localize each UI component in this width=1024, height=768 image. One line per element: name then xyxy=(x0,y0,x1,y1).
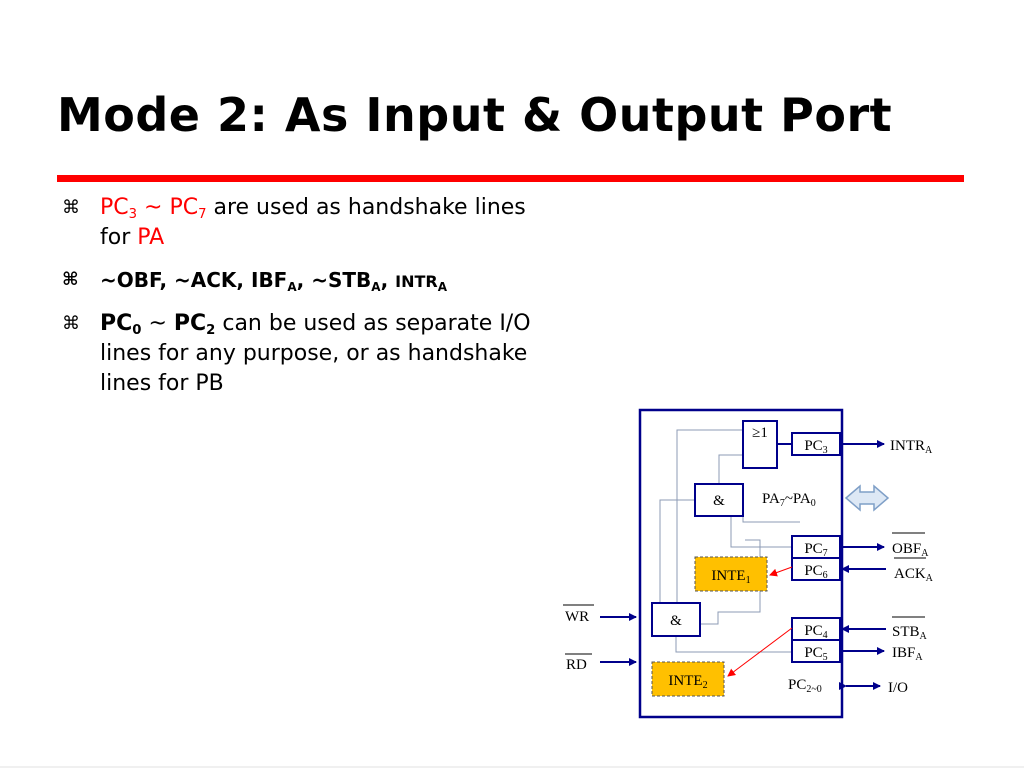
inte2-box xyxy=(651,661,725,697)
pc-pin-boxes xyxy=(791,432,841,663)
and-gate-2 xyxy=(651,602,701,637)
pc7-label: PC7 xyxy=(804,541,827,559)
tilde: ~ xyxy=(141,311,174,336)
internal-wires xyxy=(659,429,800,653)
pc6-to-inte1-arrow xyxy=(769,566,793,577)
ibf-label: IBFA xyxy=(892,645,923,663)
and-gate-1-label: & xyxy=(713,493,725,509)
intr-label: INTRA xyxy=(890,438,933,456)
title-divider xyxy=(57,175,964,182)
rd-label: RD xyxy=(566,657,587,673)
bullet-list: ⌘ PC3 ~ PC7 are used as handshake lines … xyxy=(62,193,622,411)
and-gate-1 xyxy=(694,483,744,517)
tilde: ~ xyxy=(137,195,170,220)
bullet-text: can be used as separate I/O xyxy=(215,311,531,336)
pc6-label: PC6 xyxy=(804,563,827,581)
or-gate xyxy=(742,420,778,469)
pa-bus-label: PA7~PA0 xyxy=(762,491,816,509)
pc5-label: PC5 xyxy=(804,645,827,663)
bullet-icon: ⌘ xyxy=(62,269,79,290)
footer-divider xyxy=(0,766,1024,768)
pa-label: PA xyxy=(137,225,165,250)
pc-range-end: PC7 xyxy=(169,195,207,222)
pc4-label: PC4 xyxy=(804,623,827,641)
stb-label: STBA xyxy=(892,624,928,642)
page-title: Mode 2: As Input & Output Port xyxy=(57,88,893,142)
and-gate-2-label: & xyxy=(670,613,682,629)
signal-list: ~OBF, ~ACK, IBFA, ~STBA, INTRA xyxy=(100,268,447,294)
bullet-item-2: ⌘ ~OBF, ~ACK, IBFA, ~STBA, INTRA xyxy=(62,265,622,297)
pc3-label: PC3 xyxy=(804,438,827,456)
obf-label: OBFA xyxy=(892,541,929,559)
bullet-text: lines for PB xyxy=(100,371,224,396)
or-gate-label: ≥1 xyxy=(752,425,768,441)
mode2-block-diagram: ≥1 & & INTE1 INTE2 PC3 PC7 PC6 PC4 PC5 P… xyxy=(563,408,934,719)
bullet-text: are used as handshake lines xyxy=(206,195,526,220)
bullet-icon: ⌘ xyxy=(62,313,80,334)
pc-range-start: PC3 xyxy=(100,195,138,222)
inte1-box xyxy=(694,556,768,592)
bullet-item-1: ⌘ PC3 ~ PC7 are used as handshake lines … xyxy=(62,193,622,253)
pc-range-end: PC2 xyxy=(173,311,216,338)
inte1-label: INTE1 xyxy=(711,568,750,586)
ack-label: ACKA xyxy=(894,566,934,584)
pc-range-start: PC0 xyxy=(100,311,142,338)
pc4-to-inte2-arrow xyxy=(727,627,793,677)
bullet-icon: ⌘ xyxy=(62,197,80,218)
wr-label: WR xyxy=(565,609,589,625)
pc2-0-label: PC2~0 xyxy=(788,677,822,695)
inte2-label: INTE2 xyxy=(668,673,707,691)
chip-outline xyxy=(638,408,844,719)
bullet-item-3: ⌘ PC0 ~ PC2 can be used as separate I/O … xyxy=(62,309,622,399)
io-label: I/O xyxy=(888,680,908,696)
bullet-text: lines for any purpose, or as handshake xyxy=(100,341,528,366)
bullet-text: for xyxy=(100,225,138,250)
pa-bidirectional-arrow xyxy=(844,484,890,512)
